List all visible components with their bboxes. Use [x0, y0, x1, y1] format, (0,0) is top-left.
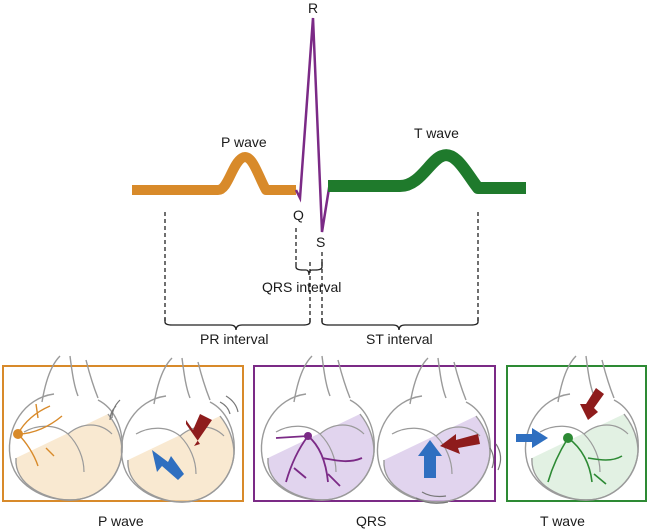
heart-illustration-repolarization — [524, 355, 639, 501]
qrs-panel-caption: QRS — [356, 513, 386, 529]
qrs-panel — [253, 355, 502, 504]
q-label: Q — [293, 207, 304, 223]
heart-illustration-ventricular-contraction — [376, 357, 502, 504]
ecg-trace — [132, 17, 526, 233]
heart-illustration-atrial-contraction — [109, 357, 239, 503]
t-wave-panel — [506, 355, 647, 502]
red-arrow-icon — [440, 434, 480, 454]
st-interval-brace — [321, 318, 479, 331]
t-wave-label: T wave — [414, 125, 459, 141]
red-arrow-icon — [186, 414, 212, 446]
qrs-interval-brace — [295, 262, 323, 276]
blue-arrow-icon — [418, 440, 442, 478]
qrs-interval-label: QRS interval — [262, 279, 341, 295]
p-wave-panel — [2, 355, 244, 503]
pr-interval-brace — [164, 318, 311, 331]
blue-arrow-icon — [516, 428, 548, 448]
interval-markers — [164, 212, 479, 331]
heart-illustration-atrial — [8, 355, 123, 501]
t-wave-panel-caption: T wave — [540, 513, 585, 529]
heart-illustration-ventricular — [260, 355, 375, 501]
qrs-complex-segment — [294, 17, 332, 233]
st-interval-label: ST interval — [366, 331, 433, 347]
r-label: R — [308, 0, 318, 16]
blue-arrow-icon — [152, 450, 184, 480]
s-label: S — [316, 234, 325, 250]
p-wave-panel-caption: P wave — [98, 513, 144, 529]
p-wave-label: P wave — [221, 134, 267, 150]
p-wave-segment — [132, 152, 296, 195]
red-arrow-icon — [580, 388, 604, 420]
pr-interval-label: PR interval — [200, 331, 268, 347]
t-wave-segment — [328, 149, 526, 194]
